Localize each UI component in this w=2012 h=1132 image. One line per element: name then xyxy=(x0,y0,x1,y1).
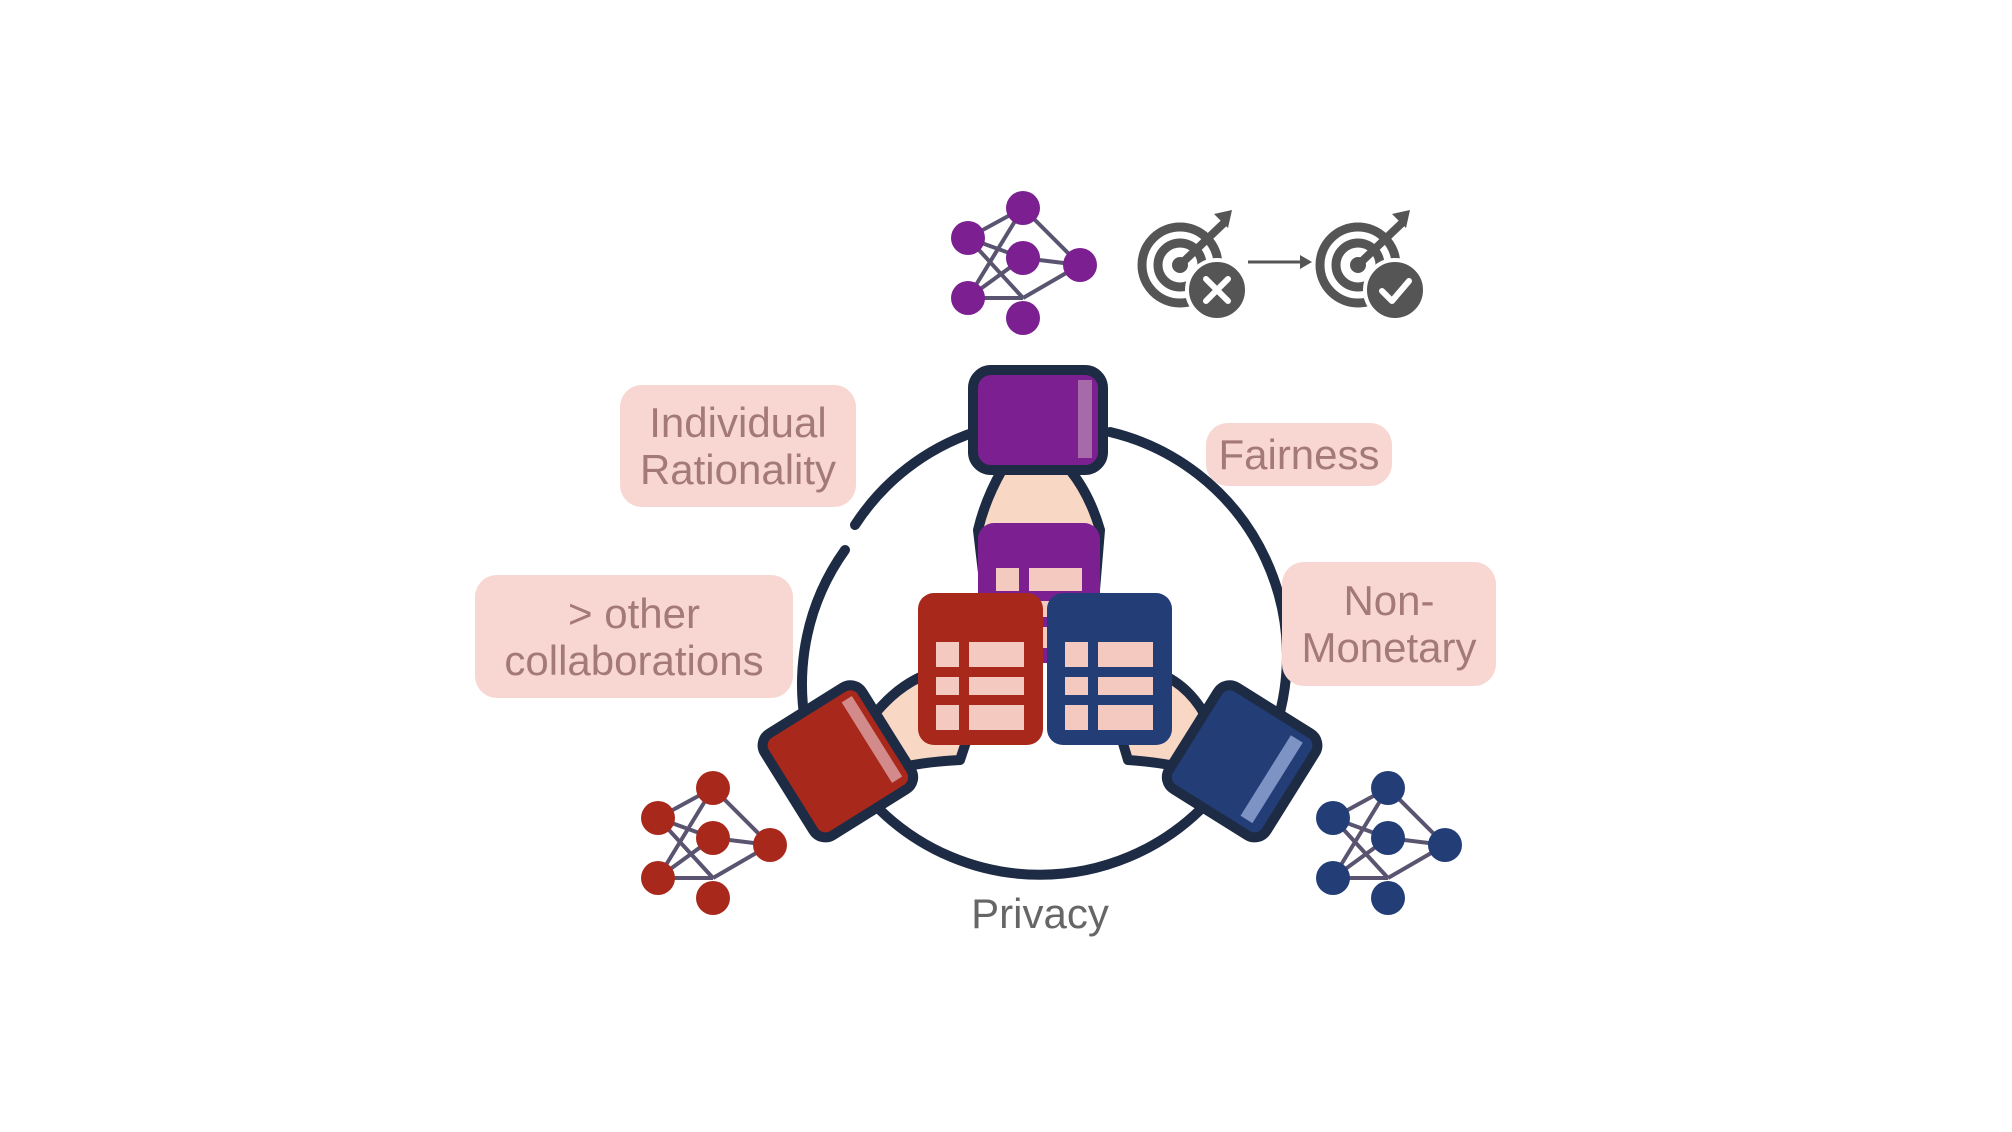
target-missed-icon xyxy=(1137,210,1249,322)
label-individual-rationality: Individual Rationality xyxy=(620,385,856,507)
label-non-monetary: Non- Monetary xyxy=(1282,562,1496,686)
hand-icon-blue xyxy=(1105,665,1323,843)
arrow-right-icon xyxy=(1248,255,1312,269)
target-hit-icon xyxy=(1315,210,1427,322)
data-table-icon-red xyxy=(918,593,1043,745)
network-icon-red xyxy=(641,771,787,915)
label-privacy: Privacy xyxy=(971,890,1109,937)
label-other-collaborations: > other collaborations xyxy=(475,575,793,698)
network-icon-purple xyxy=(951,191,1097,335)
data-table-icon-blue xyxy=(1047,593,1172,745)
network-icon-blue xyxy=(1316,771,1462,915)
label-fairness: Fairness xyxy=(1206,423,1392,486)
